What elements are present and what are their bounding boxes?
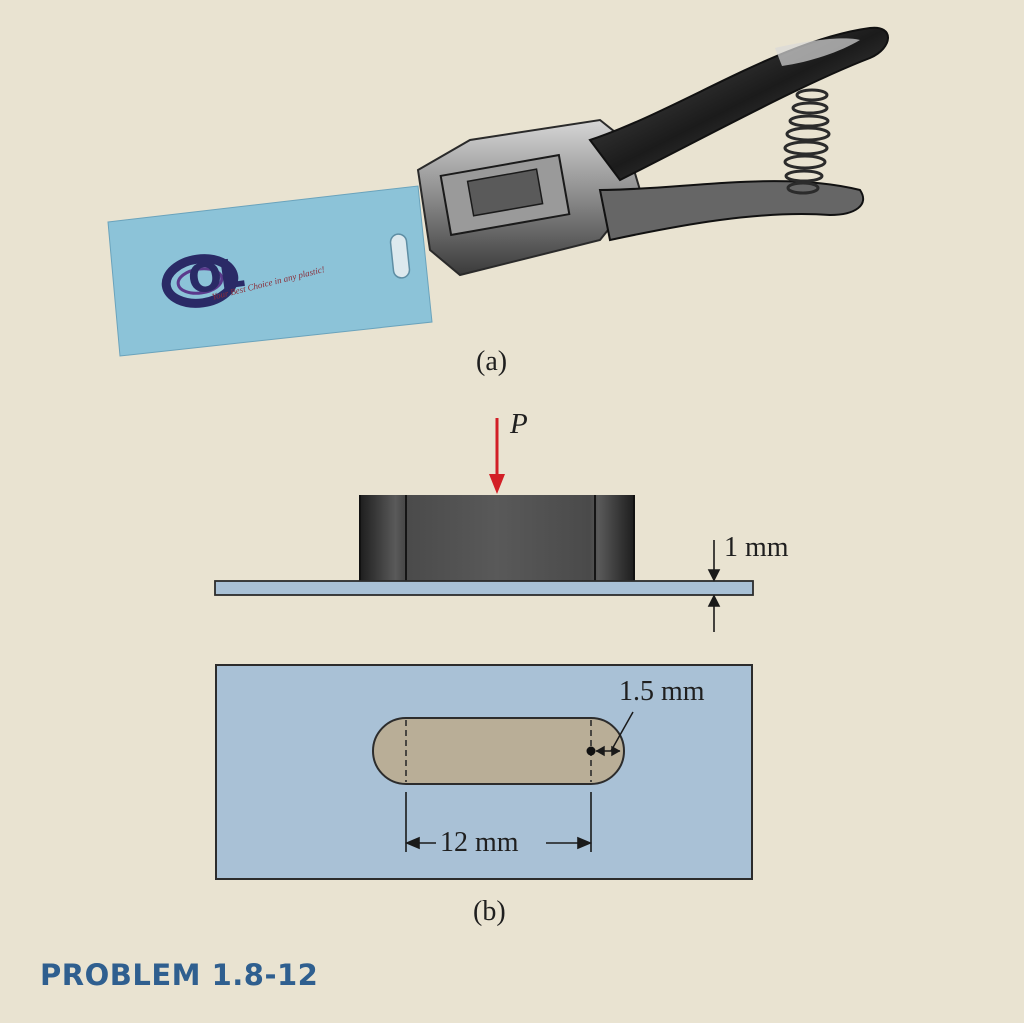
spring-coil <box>783 88 831 195</box>
plastic-card <box>107 185 433 357</box>
thickness-label: 1 mm <box>724 532 789 563</box>
length-label: 12 mm <box>440 827 519 858</box>
card-slot-hole <box>389 233 411 279</box>
load-arrow <box>489 418 505 494</box>
upper-handle <box>588 26 889 182</box>
radius-dimension <box>595 711 634 757</box>
problem-label: PROBLEM 1.8-12 <box>40 958 319 992</box>
caption-b: (b) <box>473 896 506 927</box>
caption-a: (a) <box>476 346 508 377</box>
load-label: P <box>510 408 528 440</box>
length-dimension <box>404 792 593 852</box>
slot-outline <box>372 717 625 785</box>
plate-side-view <box>214 580 754 596</box>
punch-block <box>360 495 634 581</box>
radius-center-dot <box>586 746 596 756</box>
card-logo-ring <box>161 254 239 308</box>
slot-punch-tool <box>416 26 889 277</box>
radius-label: 1.5 mm <box>619 676 705 707</box>
lower-handle <box>598 180 865 242</box>
thickness-dimension <box>707 540 721 632</box>
